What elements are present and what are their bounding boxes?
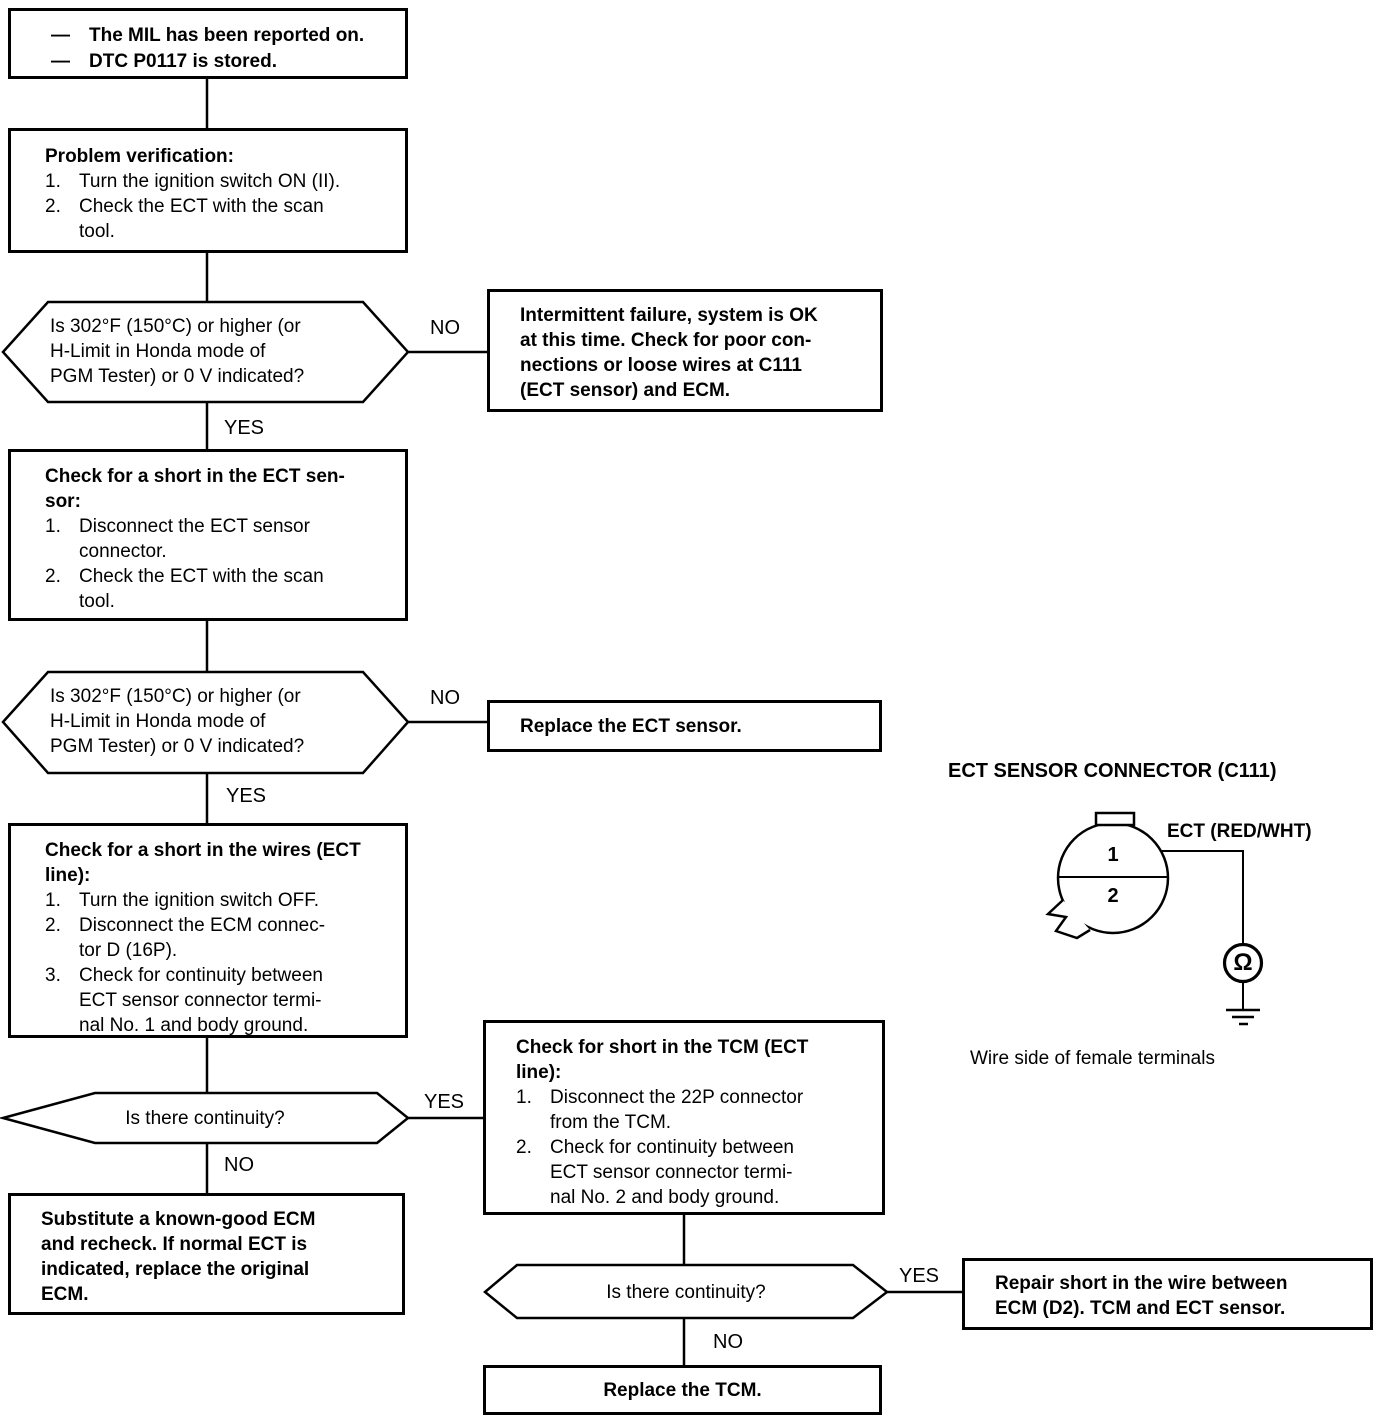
decision-hexagon-2 (1, 670, 410, 775)
decision-hexagon-1 (1, 300, 410, 404)
terminal-2-label: 2 (1107, 885, 1119, 907)
replace-ect-sensor-node: Replace the ECT sensor. (487, 700, 882, 752)
list-item-text: Check for continuity between ECT sensor … (550, 1137, 794, 1208)
decision-4-question: Is there continuity? (606, 1282, 766, 1303)
list-item: 1. Disconnect the 22P connector from the… (516, 1085, 874, 1135)
decision-1-question: Is 302°F (150°C) or higher (or H-Limit i… (50, 316, 305, 387)
list-item: 1. Disconnect the ECT sensor connector. (45, 514, 397, 564)
branch-label-yes: YES (226, 785, 267, 807)
list-item: 2. Disconnect the ECM connec- tor D (16P… (45, 913, 397, 963)
node-title: Check for short in the TCM (ECT line): (516, 1037, 809, 1083)
branch-label-no: NO (224, 1154, 254, 1176)
ohmmeter-icon (1222, 942, 1264, 984)
list-item-text: Disconnect the ECT sensor connector. (79, 516, 310, 562)
ect-connector-drawing (1045, 811, 1264, 1026)
list-item-number: 1. (45, 516, 61, 537)
list-item-number: 1. (516, 1087, 532, 1108)
connector-notch (1045, 899, 1091, 940)
substitute-ecm-node: Substitute a known-good ECM and recheck.… (8, 1193, 405, 1315)
start-bullet-line: — The MIL has been reported on. (51, 23, 395, 49)
list-item-number: 2. (45, 566, 61, 587)
replace-tcm-node: Replace the TCM. (483, 1365, 882, 1415)
node-text: Replace the ECT sensor. (520, 715, 742, 737)
decision-hexagon-4 (483, 1263, 890, 1320)
list-item-text: Disconnect the ECM connec- tor D (16P). (79, 915, 326, 961)
list-item-text: Check for continuity between ECT sensor … (79, 965, 323, 1036)
dash-bullet: — (51, 51, 70, 72)
list-item: 1. Turn the ignition switch OFF. (45, 888, 397, 913)
list-item: 2. Check the ECT with the scan tool. (45, 194, 397, 244)
ohm-symbol: Ω (1233, 949, 1253, 976)
list-item: 1. Turn the ignition switch ON (II). (45, 169, 397, 194)
list-item-text: Check the ECT with the scan tool. (79, 196, 324, 242)
terminal-1-label: 1 (1107, 844, 1119, 866)
node-title: Check for a short in the wires (ECT line… (45, 840, 361, 886)
decision-2-question: Is 302°F (150°C) or higher (or H-Limit i… (50, 686, 305, 757)
start-bullet-line: — DTC P0117 is stored. (51, 49, 395, 75)
start-line-text: The MIL has been reported on. (89, 25, 365, 46)
list-item-number: 1. (45, 890, 61, 911)
list-item: 2. Check the ECT with the scan tool. (45, 564, 397, 614)
repair-short-node: Repair short in the wire between ECM (D2… (962, 1258, 1373, 1330)
connector-title: ECT SENSOR CONNECTOR (C111) (948, 760, 1277, 782)
branch-label-yes: YES (224, 417, 265, 439)
problem-verification-node: Problem verification: 1. Turn the igniti… (8, 128, 408, 253)
wire-label: ECT (RED/WHT) (1167, 821, 1312, 842)
list-item-text: Turn the ignition switch OFF. (79, 890, 320, 911)
list-item-text: Disconnect the 22P connector from the TC… (550, 1087, 804, 1133)
list-item-number: 3. (45, 965, 61, 986)
node-title: Problem verification: (45, 146, 234, 167)
flow-lines (205, 79, 963, 1367)
branch-label-no: NO (713, 1331, 743, 1353)
list-item-text: Turn the ignition switch ON (II). (79, 171, 341, 192)
check-ect-sensor-node: Check for a short in the ECT sen- sor: 1… (8, 449, 408, 621)
check-wires-node: Check for a short in the wires (ECT line… (8, 823, 408, 1038)
connector-tab (1094, 811, 1136, 827)
node-title: Check for a short in the ECT sen- sor: (45, 466, 345, 512)
connector-caption: Wire side of female terminals (970, 1048, 1215, 1069)
branch-label-no: NO (430, 317, 460, 339)
ect-wire-line (1161, 850, 1244, 945)
decision-hexagon-3 (0, 1091, 410, 1145)
start-line-text: DTC P0117 is stored. (89, 51, 277, 72)
decision-3-question: Is there continuity? (125, 1108, 285, 1129)
list-item-number: 2. (45, 196, 61, 217)
intermittent-failure-node: Intermittent failure, system is OK at th… (487, 289, 883, 412)
list-item: 2. Check for continuity between ECT sens… (516, 1135, 874, 1210)
list-item-number: 2. (45, 915, 61, 936)
node-text: Replace the TCM. (603, 1379, 762, 1401)
list-item-number: 2. (516, 1137, 532, 1158)
list-item: 3. Check for continuity between ECT sens… (45, 963, 397, 1038)
list-item-text: Check the ECT with the scan tool. (79, 566, 324, 612)
start-node: — The MIL has been reported on. — DTC P0… (8, 8, 408, 79)
branch-label-no: NO (430, 687, 460, 709)
ground-icon (1226, 1008, 1260, 1026)
branch-label-yes: YES (424, 1091, 465, 1113)
decision-hexagons (0, 300, 890, 1320)
check-tcm-node: Check for short in the TCM (ECT line): 1… (483, 1020, 885, 1215)
list-item-number: 1. (45, 171, 61, 192)
dash-bullet: — (51, 25, 70, 46)
branch-label-yes: YES (899, 1265, 940, 1287)
